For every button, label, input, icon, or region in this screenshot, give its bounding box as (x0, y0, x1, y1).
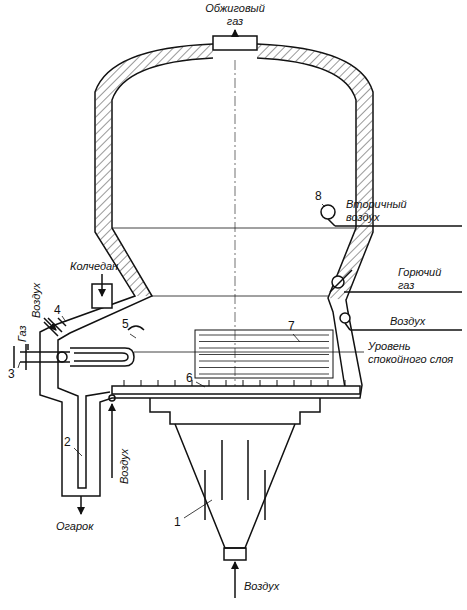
outlet-label: Огарок (56, 520, 93, 533)
inlet-label: Горючий газ (398, 266, 454, 292)
coil-tube (199, 348, 329, 349)
level-label: Уровень спокойного слоя (368, 340, 460, 366)
inlet-label: Воздух (390, 315, 425, 328)
feed-label: Колчедан (70, 260, 118, 273)
callout-number: 1 (174, 516, 181, 529)
grate-nozzle (277, 380, 278, 386)
grate-nozzle (124, 380, 125, 386)
callout-number: 7 (288, 320, 295, 333)
callout-number: 5 (122, 318, 129, 331)
grate-nozzle (158, 380, 159, 386)
inlet-label: Воздух (244, 580, 279, 593)
grate-nozzle (328, 380, 329, 386)
inlet-label: Газ (16, 325, 29, 342)
inlet-label: Вторичный воздух (346, 198, 420, 224)
callout-number: 2 (64, 436, 71, 449)
outlet-label: Обжиговый газ (200, 2, 270, 28)
coil-tube (199, 361, 329, 362)
inlet-label: Воздух (30, 283, 43, 318)
callout-number: 4 (54, 304, 61, 317)
coil-tube (199, 335, 329, 336)
coil-tube (199, 367, 329, 368)
grate-nozzle (311, 380, 312, 386)
grate-nozzle (141, 380, 142, 386)
coil-tube (199, 354, 329, 355)
callout-number: 6 (186, 372, 193, 385)
grate-nozzle (260, 380, 261, 386)
grate-nozzle (294, 380, 295, 386)
grate-nozzle (345, 380, 346, 386)
grate-nozzle (226, 380, 227, 386)
inlet-label: Воздух (118, 449, 131, 484)
grate-nozzle (209, 380, 210, 386)
coil-tube (199, 341, 329, 342)
callout-number: 3 (8, 368, 15, 381)
coil-tube (199, 374, 329, 375)
grate-nozzle (175, 380, 176, 386)
callout-number: 8 (315, 190, 322, 203)
grate-nozzle (243, 380, 244, 386)
